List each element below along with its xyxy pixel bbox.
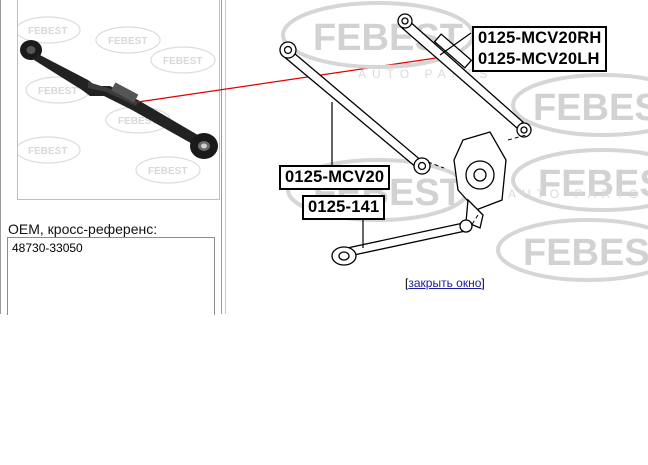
part-number-lh[interactable]: 0125-MCV20LH [478,50,600,68]
left-panel: FEBEST FEBEST FEBEST FEBEST FEBEST FEBES… [0,0,226,315]
svg-text:AUTO PARTS: AUTO PARTS [508,187,643,201]
close-window: [закрыть окно] [405,276,485,290]
leader-lines [427,134,527,227]
part-photo: FEBEST FEBEST FEBEST FEBEST FEBEST FEBES… [17,0,220,200]
frame-border-left [0,0,1,314]
part-number-rh[interactable]: 0125-MCV20RH [478,29,602,47]
lateral-rod [279,41,431,175]
oem-value: 48730-33050 [12,241,83,255]
close-window-link[interactable]: закрыть окно [408,276,482,290]
part-number-rod[interactable]: 0125-MCV20 [279,165,391,190]
frame-divider [221,0,222,314]
svg-text:FEBEST: FEBEST [118,116,157,127]
oem-label: OEM, кросс-референс: [8,221,158,237]
diagram-watermark [281,1,648,282]
frame-divider-shadow [225,0,226,314]
part-number-link[interactable]: 0125-141 [302,195,386,220]
close-bracket-open: [ [405,276,409,290]
photo-watermark [18,16,216,184]
svg-text:FEBEST: FEBEST [108,36,147,47]
svg-text:FEBEST: FEBEST [148,166,187,177]
part-photo-image: FEBEST FEBEST FEBEST FEBEST FEBEST FEBES… [18,16,218,184]
upper-control-arm [397,13,532,138]
control-arm-photo [20,40,218,159]
svg-text:FEBEST: FEBEST [533,87,648,129]
svg-text:FEBEST: FEBEST [28,146,67,157]
photo-watermark-text: FEBEST FEBEST FEBEST FEBEST FEBEST FEBES… [28,26,202,177]
svg-text:FEBEST: FEBEST [163,56,202,67]
steering-knuckle [453,131,507,229]
oem-textarea[interactable]: 48730-33050 [7,237,215,315]
svg-text:FEBEST: FEBEST [28,26,67,37]
lower-link [331,219,473,266]
svg-text:FEBEST: FEBEST [538,163,648,205]
svg-text:FEBEST: FEBEST [38,86,77,97]
part-number-box-rh-lh[interactable]: 0125-MCV20RH 0125-MCV20LH [472,26,608,72]
diagram-drawing: FEBEST FEBEST FEBEST FEBEST FEBEST AUTO … [279,1,648,282]
svg-text:FEBEST: FEBEST [523,232,648,274]
close-bracket-close: ] [481,276,485,290]
exploded-diagram: FEBEST FEBEST FEBEST FEBEST FEBEST AUTO … [258,0,648,300]
